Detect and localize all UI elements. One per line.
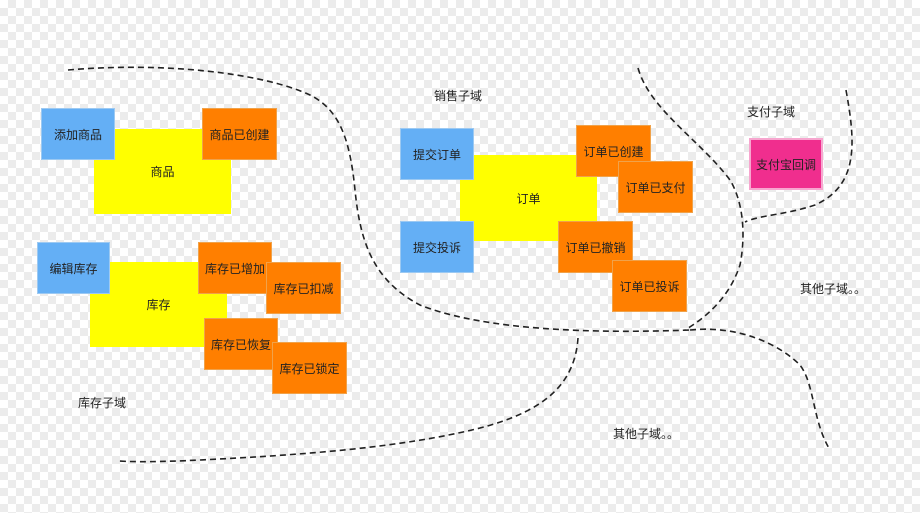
event-stock-deducted[interactable]: 库存已扣减 (266, 262, 341, 314)
event-order-complained[interactable]: 订单已投诉 (612, 260, 687, 312)
boundary-inventory-sales (67, 66, 691, 333)
boundary-payment-other (744, 89, 853, 223)
external-alipay-callback[interactable]: 支付宝回调 (749, 138, 823, 190)
command-edit-stock[interactable]: 编辑库存 (37, 242, 110, 294)
event-stock-restored[interactable]: 库存已恢复 (204, 318, 278, 370)
event-stock-locked[interactable]: 库存已锁定 (272, 342, 347, 394)
event-order-paid[interactable]: 订单已支付 (618, 161, 693, 213)
label-inventory-domain: 库存子域 (78, 396, 127, 410)
event-product-created[interactable]: 商品已创建 (202, 108, 277, 160)
command-add-product[interactable]: 添加商品 (41, 108, 115, 160)
label-sales-domain: 销售子域 (434, 89, 483, 103)
event-stock-increased[interactable]: 库存已增加 (198, 242, 272, 294)
boundary-lower-right (689, 328, 831, 451)
label-other-domain-bottom: 其他子域。。 (613, 427, 680, 441)
command-submit-order[interactable]: 提交订单 (400, 128, 474, 180)
command-submit-complaint[interactable]: 提交投诉 (400, 221, 474, 273)
label-payment-domain: 支付子域 (747, 105, 796, 119)
label-other-domain-right: 其他子域。。 (800, 282, 867, 296)
boundary-bottom (117, 337, 579, 463)
boundary-sales-payment (637, 67, 744, 331)
